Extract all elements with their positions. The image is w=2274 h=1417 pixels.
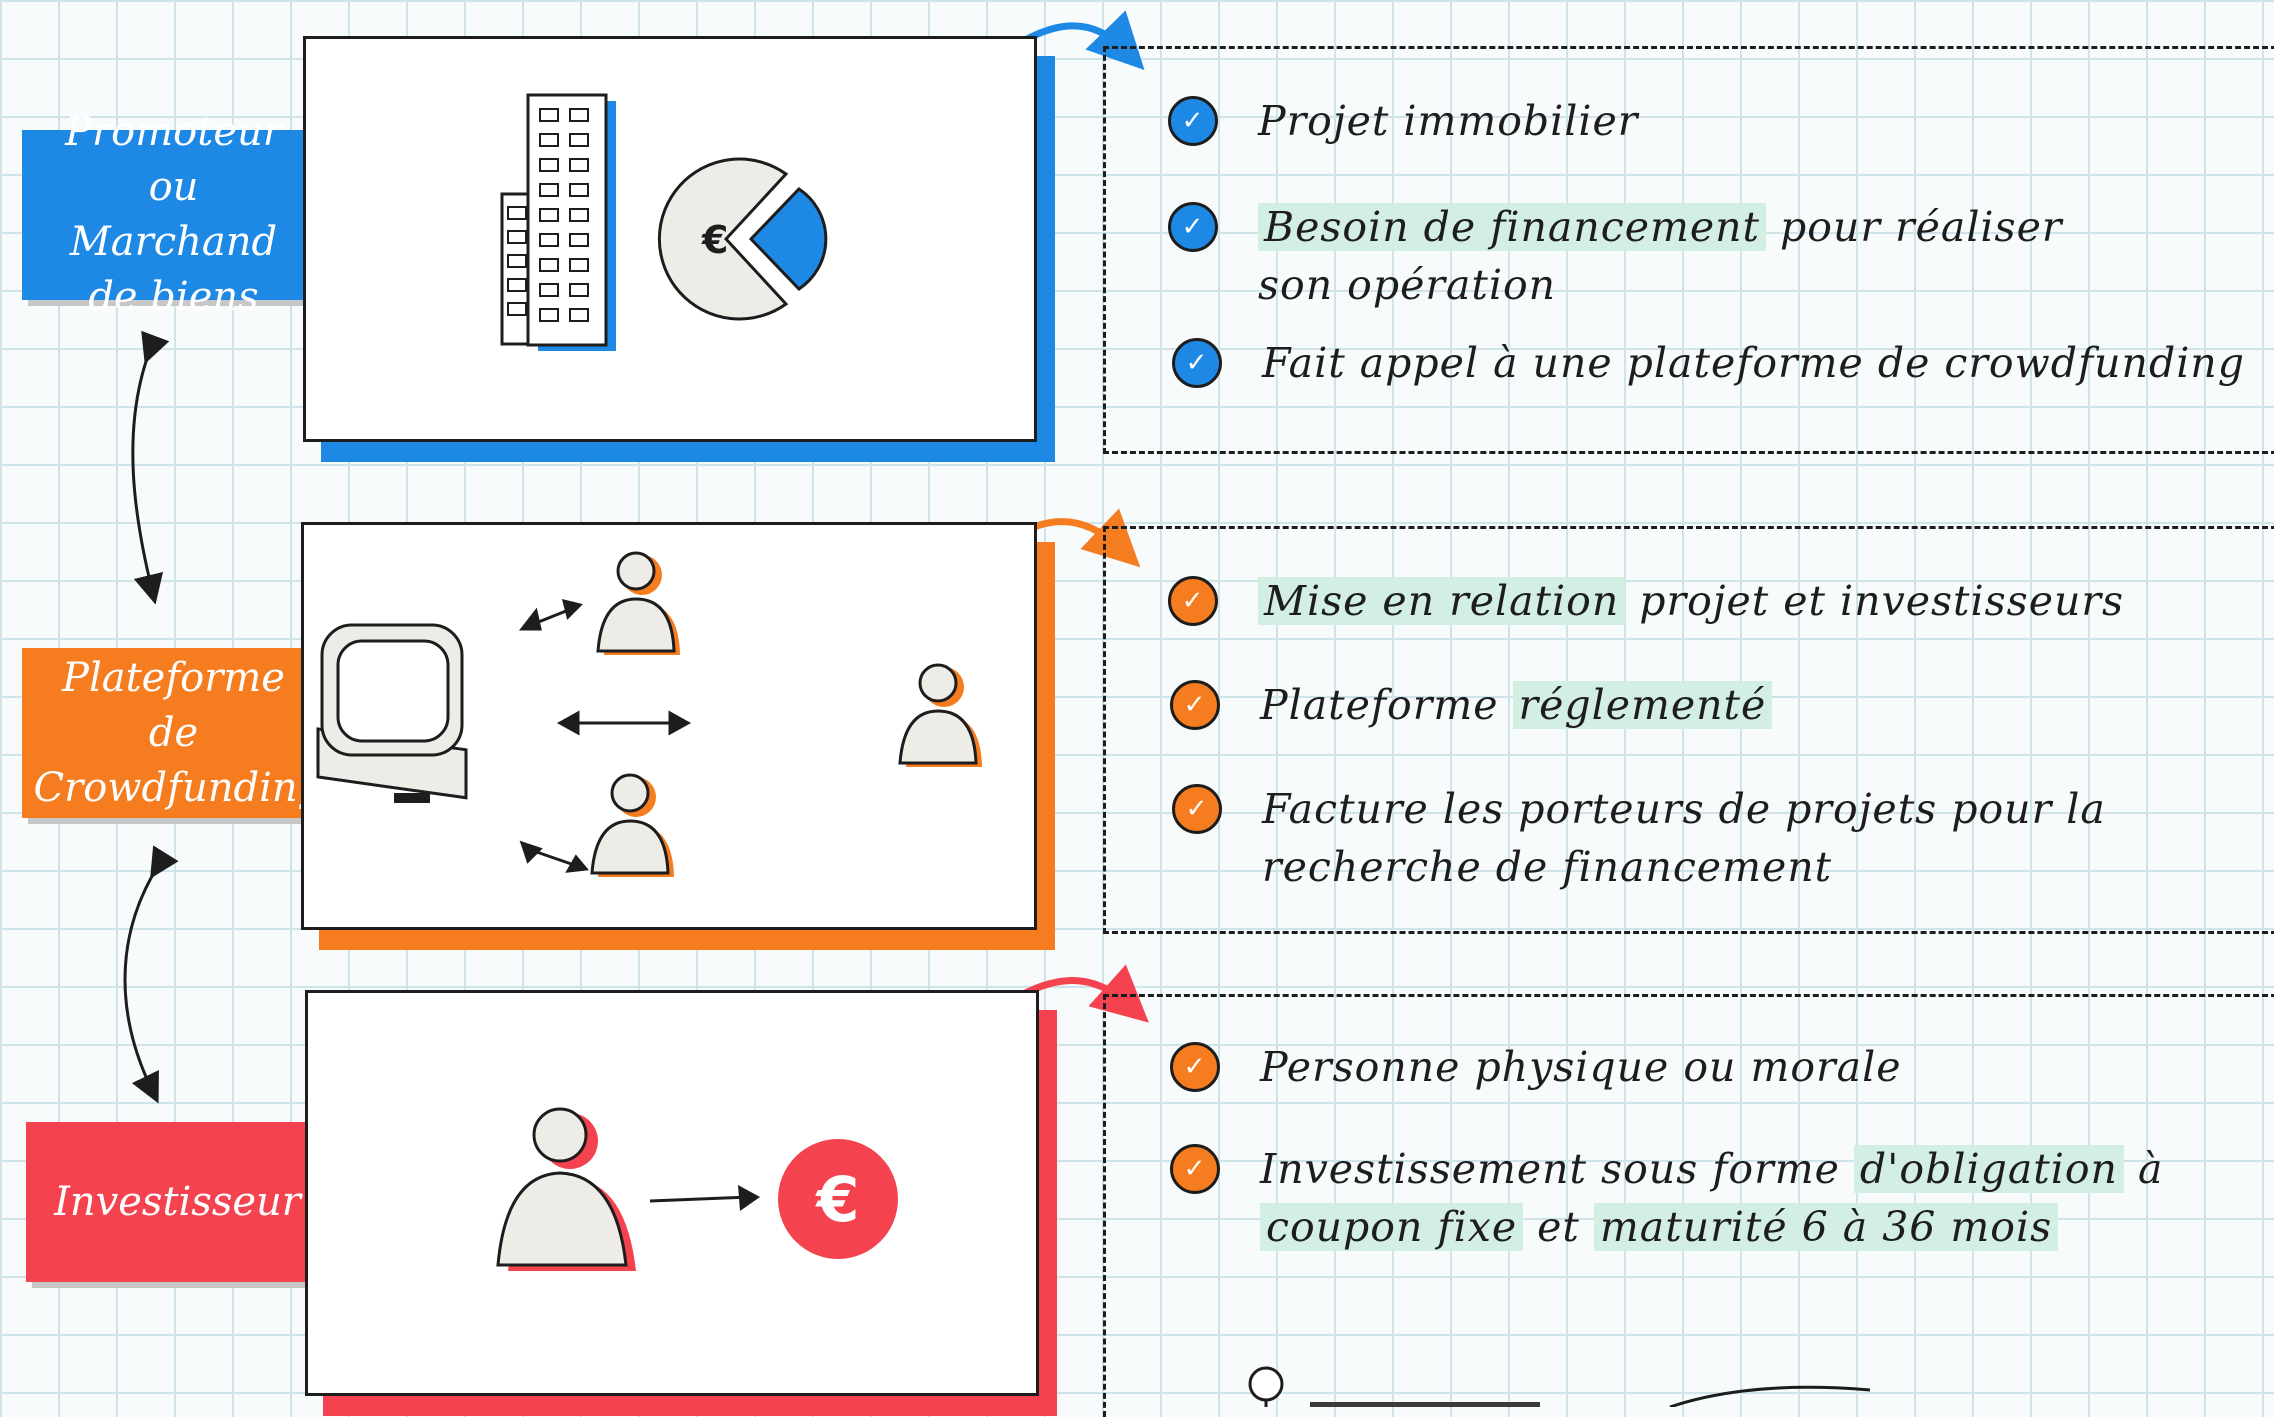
- actor-investisseur-tag: Investisseur: [26, 1122, 329, 1282]
- bottom-partial-shapes: [1248, 1366, 1871, 1407]
- item-text: et: [1523, 1203, 1594, 1251]
- item-text: Projet immobilier: [1258, 97, 1639, 145]
- item-text-highlight: maturité 6 à 36 mois: [1593, 1203, 2059, 1251]
- list-item: ✓ Besoin de financement pour réaliser so…: [1168, 198, 2062, 314]
- actor-plateforme-tag: Plateforme de Crowdfunding: [22, 648, 325, 818]
- item-text: Investissement sous forme: [1260, 1145, 1854, 1193]
- euro-coin-icon: €: [778, 1139, 898, 1259]
- link-arrow-2: [123, 845, 179, 1104]
- promoteur-panel: [1103, 46, 2274, 454]
- item-text: son opération: [1258, 261, 1557, 309]
- actor-label: Promoteur ou Marchand de biens: [65, 109, 282, 320]
- person-icon: [496, 1107, 636, 1271]
- item-text-highlight: d'obligation: [1853, 1145, 2124, 1193]
- building-icon: [500, 93, 616, 351]
- item-text: recherche de financement: [1262, 843, 1833, 891]
- svg-text:€: €: [814, 1163, 859, 1236]
- pie-chart-euro-icon: €: [657, 157, 828, 321]
- investisseur-card: €: [305, 990, 1039, 1396]
- list-item: ✓ Fait appel à une plateforme de crowdfu…: [1172, 334, 2245, 392]
- check-icon: ✓: [1168, 96, 1218, 146]
- check-icon: ✓: [1170, 1042, 1220, 1092]
- person-icon: [596, 551, 680, 655]
- list-item: ✓ Projet immobilier: [1168, 92, 1638, 150]
- item-text: Personne physique ou morale: [1260, 1043, 1902, 1091]
- list-item: ✓ Facture les porteurs de projets pour l…: [1172, 780, 2106, 896]
- link-arrow-1: [131, 330, 170, 605]
- list-item: ✓ Personne physique ou morale: [1170, 1038, 1901, 1096]
- check-icon: ✓: [1168, 202, 1218, 252]
- check-icon: ✓: [1168, 576, 1218, 626]
- item-text-highlight: Mise en relation: [1258, 577, 1626, 625]
- item-text: projet et investisseurs: [1625, 577, 2125, 625]
- actor-label: Investisseur: [54, 1178, 301, 1225]
- actor-label: Plateforme de Crowdfunding: [33, 654, 324, 811]
- investisseur-panel: [1103, 994, 2274, 1417]
- plateforme-panel: [1103, 526, 2274, 934]
- item-text-highlight: réglementé: [1512, 681, 1773, 729]
- item-text: Plateforme: [1260, 681, 1513, 729]
- list-item: ✓ Investissement sous forme d'obligation…: [1170, 1140, 2163, 1256]
- item-text: Facture les porteurs de projets pour la: [1262, 785, 2106, 833]
- check-icon: ✓: [1172, 784, 1222, 834]
- computer-icon: [316, 623, 468, 803]
- person-icon: [898, 663, 982, 767]
- item-text: à: [2123, 1145, 2164, 1193]
- item-text: Fait appel à une plateforme de crowdfund…: [1262, 339, 2245, 387]
- item-text: pour réaliser: [1766, 203, 2063, 251]
- person-icon: [590, 773, 674, 877]
- actor-promoteur-tag: Promoteur ou Marchand de biens: [22, 109, 325, 320]
- item-text-highlight: Besoin de financement: [1258, 203, 1767, 251]
- promoteur-card: €: [303, 36, 1037, 442]
- check-icon: ✓: [1170, 1144, 1220, 1194]
- list-item: ✓ Plateforme réglementé: [1170, 676, 1773, 734]
- check-icon: ✓: [1172, 338, 1222, 388]
- plateforme-card: [301, 522, 1037, 930]
- item-text-highlight: coupon fixe: [1260, 1203, 1524, 1251]
- list-item: ✓ Mise en relation projet et investisseu…: [1168, 572, 2124, 630]
- svg-text:€: €: [701, 218, 728, 262]
- arrow-right-icon: [649, 1185, 760, 1211]
- check-icon: ✓: [1170, 680, 1220, 730]
